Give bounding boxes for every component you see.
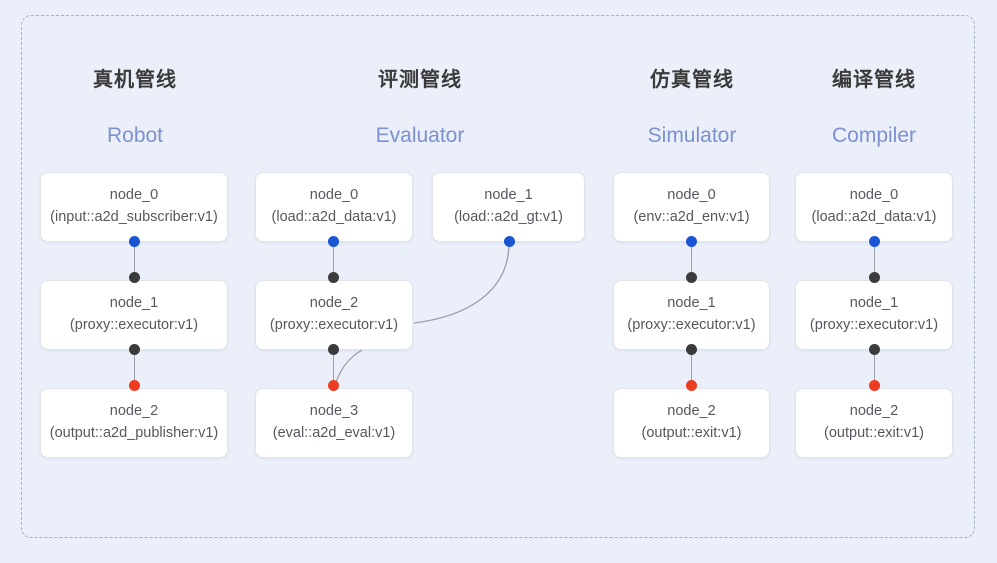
node-name: node_0 — [667, 187, 716, 204]
node-name: node_2 — [667, 403, 716, 420]
edge-compiler-1-2 — [873, 346, 875, 392]
node-spec: (proxy::executor:v1) — [627, 317, 756, 333]
port-input-robot-1[interactable] — [128, 272, 140, 283]
node-evaluator-2[interactable]: node_2 (proxy::executor:v1) — [255, 280, 413, 350]
node-name: node_1 — [667, 295, 716, 312]
port-input-compiler-1[interactable] — [868, 272, 880, 283]
node-simulator-2[interactable]: node_2 (output::exit:v1) — [613, 388, 770, 458]
node-spec: (proxy::executor:v1) — [809, 317, 939, 333]
column-title-cn-simulator: 仿真管线 — [650, 69, 734, 91]
node-spec: (load::a2d_gt:v1) — [454, 209, 563, 225]
node-compiler-2[interactable]: node_2 (output::exit:v1) — [795, 388, 953, 458]
port-input-evaluator-3[interactable] — [327, 380, 339, 391]
node-spec: (load::a2d_data:v1) — [271, 209, 397, 225]
edge-simulator-0-1 — [690, 238, 692, 284]
node-name: node_0 — [849, 187, 899, 204]
node-name: node_2 — [849, 403, 899, 420]
node-robot-2[interactable]: node_2 (output::a2d_publisher:v1) — [40, 388, 228, 458]
node-robot-0[interactable]: node_0 (input::a2d_subscriber:v1) — [40, 172, 228, 242]
node-evaluator-0[interactable]: node_0 (load::a2d_data:v1) — [255, 172, 413, 242]
column-title-en-compiler: Compiler — [831, 124, 917, 147]
edge-robot-1-2 — [133, 346, 135, 392]
node-name: node_0 — [109, 187, 159, 204]
edge-simulator-1-2 — [690, 346, 692, 392]
edge-compiler-0-1 — [873, 238, 875, 284]
column-title-cn-compiler: 编译管线 — [832, 69, 916, 91]
column-title-en-simulator: Simulator — [647, 124, 737, 147]
port-input-evaluator-2[interactable] — [327, 272, 339, 283]
port-input-compiler-2[interactable] — [868, 380, 880, 391]
port-input-simulator-1[interactable] — [685, 272, 697, 283]
port-output-simulator-1[interactable] — [685, 344, 697, 355]
node-simulator-1[interactable]: node_1 (proxy::executor:v1) — [613, 280, 770, 350]
node-name: node_1 — [849, 295, 899, 312]
node-spec: (output::a2d_publisher:v1) — [49, 425, 219, 441]
node-name: node_2 — [109, 403, 159, 420]
node-spec: (load::a2d_data:v1) — [811, 209, 937, 225]
column-title-cn-evaluator: 评测管线 — [378, 69, 462, 91]
node-spec: (eval::a2d_eval:v1) — [272, 425, 396, 441]
node-spec: (proxy::executor:v1) — [69, 317, 199, 333]
port-output-evaluator-0[interactable] — [327, 236, 339, 247]
port-output-simulator-0[interactable] — [685, 236, 697, 247]
port-output-evaluator-1-gt[interactable] — [503, 236, 515, 247]
node-robot-1[interactable]: node_1 (proxy::executor:v1) — [40, 280, 228, 350]
node-name: node_0 — [309, 187, 359, 204]
port-input-robot-2[interactable] — [128, 380, 140, 391]
node-spec: (env::a2d_env:v1) — [633, 209, 750, 225]
port-input-simulator-2[interactable] — [685, 380, 697, 391]
column-title-cn-robot: 真机管线 — [93, 69, 177, 91]
node-name: node_3 — [309, 403, 359, 420]
port-output-compiler-1[interactable] — [868, 344, 880, 355]
node-simulator-0[interactable]: node_0 (env::a2d_env:v1) — [613, 172, 770, 242]
edge-evaluator-0-2 — [332, 238, 334, 284]
node-name: node_1 — [484, 187, 533, 204]
edge-robot-0-1 — [133, 238, 135, 284]
diagram-dashed-frame — [21, 15, 975, 538]
node-compiler-1[interactable]: node_1 (proxy::executor:v1) — [795, 280, 953, 350]
node-spec: (proxy::executor:v1) — [269, 317, 399, 333]
node-evaluator-1-gt[interactable]: node_1 (load::a2d_gt:v1) — [432, 172, 585, 242]
port-output-robot-0[interactable] — [128, 236, 140, 247]
node-name: node_1 — [109, 295, 159, 312]
node-spec: (output::exit:v1) — [641, 425, 742, 441]
port-output-robot-1[interactable] — [128, 344, 140, 355]
node-name: node_2 — [309, 295, 359, 312]
node-evaluator-3[interactable]: node_3 (eval::a2d_eval:v1) — [255, 388, 413, 458]
port-output-evaluator-2[interactable] — [327, 344, 339, 355]
edge-evaluator-2-3 — [332, 346, 334, 392]
port-output-compiler-0[interactable] — [868, 236, 880, 247]
node-compiler-0[interactable]: node_0 (load::a2d_data:v1) — [795, 172, 953, 242]
column-title-en-evaluator: Evaluator — [375, 124, 465, 147]
column-title-en-robot: Robot — [106, 124, 164, 147]
node-spec: (output::exit:v1) — [824, 425, 924, 441]
node-spec: (input::a2d_subscriber:v1) — [50, 209, 218, 225]
